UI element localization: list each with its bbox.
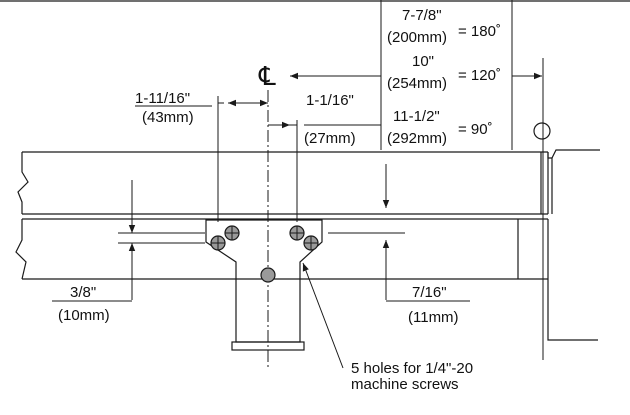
holes-note-line-1: 5 holes for 1/4"-20 [351,360,473,377]
centerline-symbol: ℄ [258,61,276,91]
screw-holes [210,225,319,283]
holes-note: 5 holes for 1/4"-20 machine screws [302,262,473,393]
top-dimensions: 7-7/8" (200mm) = 180˚ 10" (254mm) = 120˚… [387,7,501,147]
dim-90-size: 11-1/2" [393,108,440,125]
dim-120-size: 10" [412,53,434,70]
dim-left-metric: (43mm) [142,109,194,126]
dim-120-metric: (254mm) [387,75,447,92]
dim-left-size: 1-11/16" [135,90,190,107]
dim-mid-size: 1-1/16" [306,92,354,109]
dim-bottom-left-group: 3/8" (10mm) [52,180,205,324]
dim-bottom-right-metric: (11mm) [408,309,459,326]
pivot-circle-mark [533,122,551,140]
dim-bottom-left-metric: (10mm) [58,307,110,324]
dim-mid-group: 1-1/16" (27mm) [268,92,381,222]
hole-5 [260,267,276,283]
holes-note-line-2: machine screws [351,376,459,393]
dim-120-angle: = 120˚ [458,67,501,84]
dim-bottom-right-group: 7/16" (11mm) [328,232,470,326]
dim-bottom-right-size: 7/16" [412,284,447,301]
dim-90-metric: (292mm) [387,130,447,147]
dim-bottom-left-size: 3/8" [70,284,96,301]
dim-90-angle: = 90˚ [458,121,493,138]
dim-mid-metric: (27mm) [304,130,356,147]
dim-180-angle: = 180˚ [458,23,501,40]
dim-180-size: 7-7/8" [402,7,442,24]
dim-left-group: 1-11/16" (43mm) [135,90,268,222]
dim-180-metric: (200mm) [387,29,447,46]
